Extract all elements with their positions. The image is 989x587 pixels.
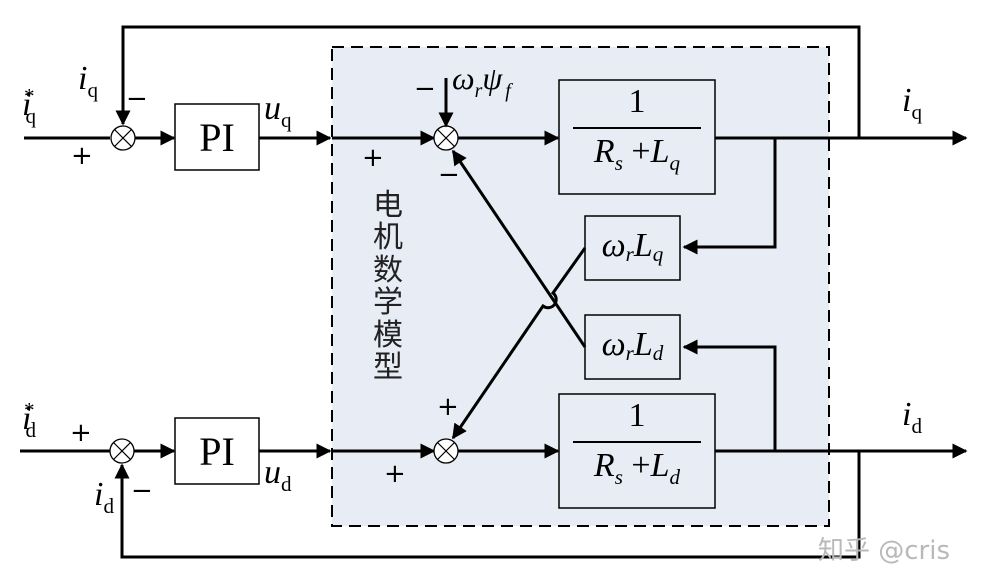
ud-label: ud: [264, 454, 292, 496]
motor-model-label: 电机数学模型: [373, 188, 403, 385]
d-cross-plus-sign: +: [437, 392, 459, 422]
d-feedback-minus-sign: −: [131, 476, 153, 506]
motor-model-label-char: 数: [373, 252, 403, 288]
id-ref-label: id*: [22, 398, 36, 442]
d-ref-plus-sign: +: [70, 418, 92, 448]
id-feedback-line: [114, 451, 861, 559]
id-to-cross-d-line: [682, 339, 777, 451]
q-pi-controller-block: [174, 103, 260, 171]
d-plant-transfer-function: 1 Rs +Ld: [559, 399, 715, 488]
q-plant-block: [558, 79, 716, 195]
iq-feedback-label: iq: [78, 60, 98, 102]
watermark: 知乎 @cris: [818, 536, 951, 566]
q-voltage-summing-junction: [433, 125, 459, 151]
q-ref-plus-sign: +: [71, 141, 93, 171]
uq-label: uq: [264, 90, 292, 132]
q-cross-minus-sign: −: [438, 160, 460, 190]
d-model-input-plus-sign: +: [384, 459, 406, 489]
motor-model-label-char: 学: [373, 285, 403, 321]
iq-feedback-line: [115, 25, 861, 138]
id-feedback-label: id: [94, 476, 114, 518]
d-pi-label: PI: [199, 428, 235, 474]
q-model-input-plus-sign: +: [362, 143, 384, 173]
d-error-summing-junction: [109, 438, 135, 464]
cross-coupling-q-block: [584, 215, 681, 281]
id-output-label: id: [902, 396, 922, 438]
motor-model-label-char: 模: [373, 317, 403, 353]
d-pi-controller-block: [174, 417, 260, 485]
q-plant-transfer-function: 1 Rs +Lq: [559, 85, 715, 174]
iq-output-label: iq: [902, 82, 922, 124]
cross-d-to-q-junction-line: [451, 149, 587, 348]
cross-coupling-d-block: [584, 314, 681, 380]
motor-model-label-char: 电: [373, 188, 403, 223]
d-plant-block: [558, 393, 716, 509]
q-error-summing-junction: [110, 125, 136, 151]
q-feedback-minus-sign: −: [126, 84, 148, 114]
flux-minus-sign: −: [414, 74, 436, 104]
iq-ref-label: iq*: [22, 84, 36, 128]
q-pi-label: PI: [199, 114, 235, 160]
motor-model-label-char: 型: [373, 349, 403, 385]
motor-model-label-char: 机: [373, 220, 403, 256]
cross-q-to-d-junction-line: [451, 247, 587, 440]
d-voltage-summing-junction: [433, 438, 459, 464]
iq-to-cross-q-line: [682, 138, 777, 255]
